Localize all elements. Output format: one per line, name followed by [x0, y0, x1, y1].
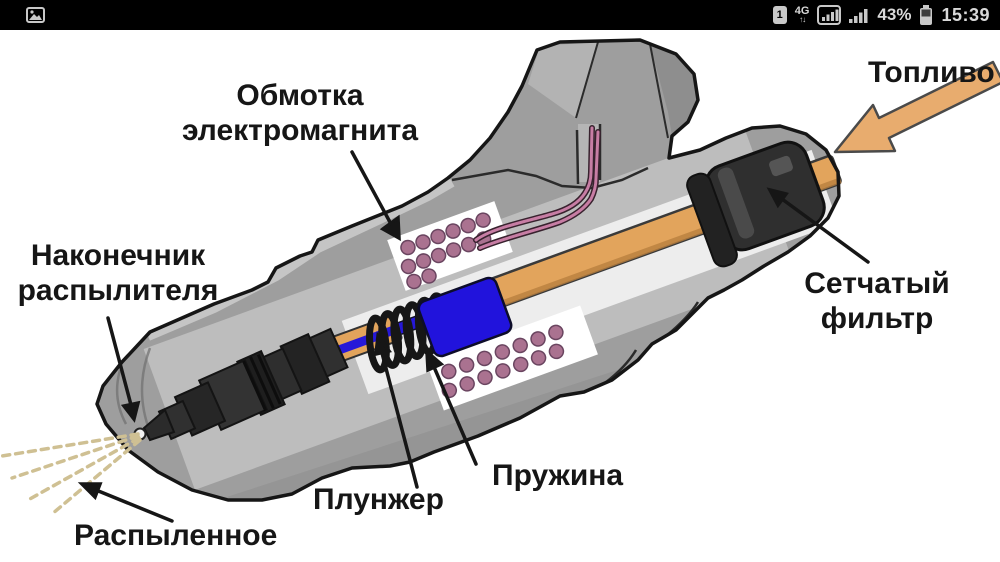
label-filter-line1: Сетчатый — [804, 267, 950, 300]
spray-arrow — [77, 482, 174, 523]
label-fuel: Топливо — [868, 56, 995, 89]
spring-line — [425, 348, 478, 466]
sim-slot-number: 1 — [776, 9, 783, 21]
status-bar: 1 4G ↑↓ 43% — [0, 0, 1000, 30]
data-arrows-icon: ↑↓ — [799, 15, 806, 24]
coil-panel-upper — [387, 201, 513, 291]
label-filter: Сетчатый фильтр — [786, 266, 968, 336]
label-nozzle-tip-line1: Наконечник — [30, 239, 206, 272]
label-plunger: Плунжер — [313, 483, 444, 516]
image-notification-icon — [26, 7, 45, 23]
coil-panel-lower — [426, 305, 598, 411]
network-4g-icon: 4G ↑↓ — [795, 6, 810, 24]
battery-percent: 43% — [877, 5, 912, 24]
nozzle-tip-arrow — [106, 316, 141, 423]
coil-wires — [473, 125, 601, 251]
filter-arrow — [766, 187, 870, 264]
label-spring: Пружина — [492, 459, 624, 492]
signal-boxed-icon — [817, 5, 842, 25]
signal-bars-icon — [849, 8, 868, 23]
clock: 15:39 — [941, 4, 990, 25]
coil-arrow — [350, 150, 401, 242]
label-nozzle-tip-line2: распылителя — [17, 274, 219, 308]
label-filter-line2: фильтр — [820, 302, 934, 336]
network-type: 4G — [794, 5, 810, 17]
body-outline — [95, 38, 841, 502]
plunger-line — [373, 331, 419, 489]
label-coil-line2: электромагнита — [181, 114, 419, 148]
mesh-filter — [686, 140, 826, 268]
label-arrows — [77, 150, 870, 523]
label-nozzle-tip: Наконечник распылителя — [2, 238, 234, 308]
sim-card-icon: 1 — [772, 6, 787, 24]
label-coil-line1: Обмотка — [236, 79, 364, 112]
battery-icon — [920, 4, 933, 25]
plunger-armature — [417, 276, 513, 358]
label-spray: Распыленное — [74, 519, 278, 552]
label-coil: Обмотка электромагнита — [150, 78, 450, 148]
spray-lines — [0, 432, 142, 516]
nozzle-assembly — [133, 327, 349, 442]
fuel-arrow — [833, 60, 1000, 154]
